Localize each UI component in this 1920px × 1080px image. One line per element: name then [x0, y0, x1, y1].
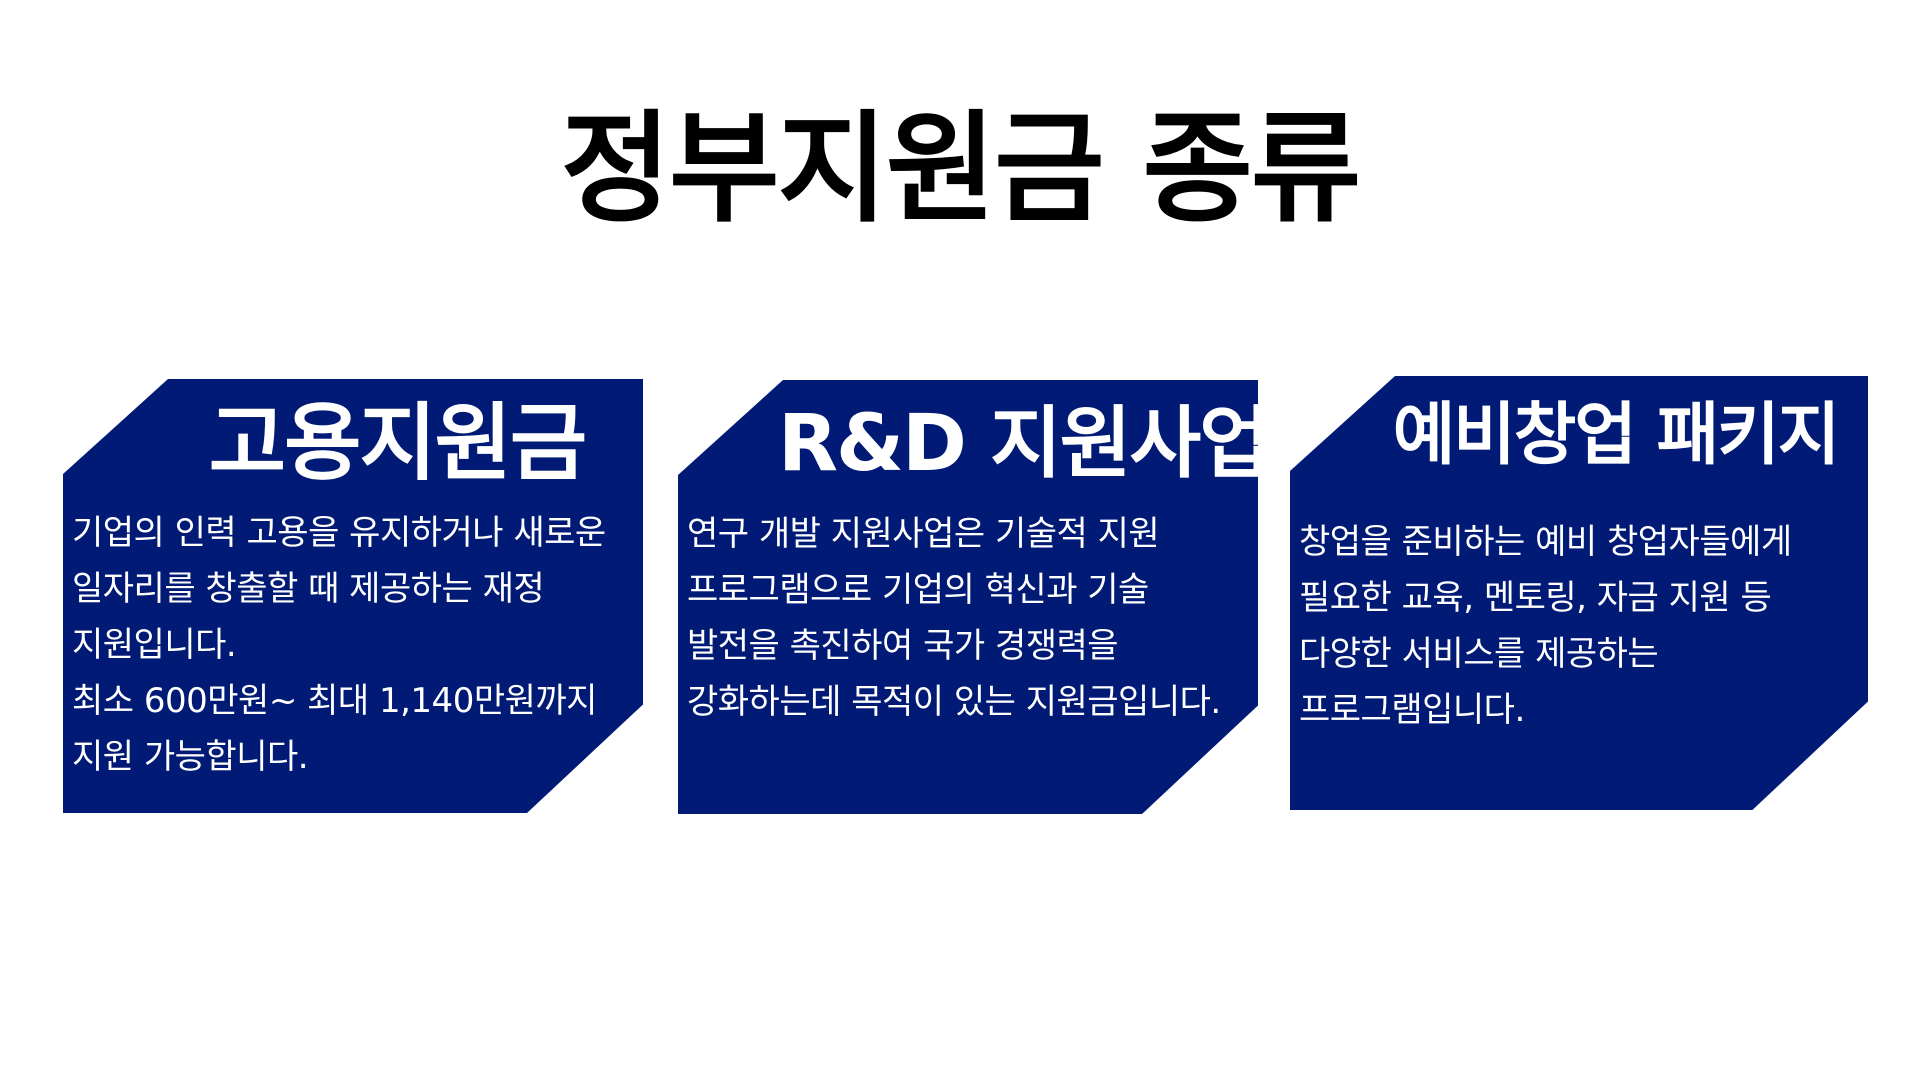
card-description: 기업의 인력 고용을 유지하거나 새로운 일자리를 창출할 때 제공하는 재정 …	[72, 505, 633, 785]
card-title: 예비창업 패키지	[1392, 396, 1841, 475]
card-pre-startup-package: 예비창업 패키지 창업을 준비하는 예비 창업자들에게 필요한 교육, 멘토링,…	[1290, 376, 1868, 810]
card-description-text: 기업의 인력 고용을 유지하거나 새로운 일자리를 창출할 때 제공하는 재정 …	[72, 513, 606, 665]
card-rnd-support: R&D 지원사업 연구 개발 지원사업은 기술적 지원 프로그램으로 기업의 혁…	[678, 380, 1258, 814]
card-description-text: 창업을 준비하는 예비 창업자들에게 필요한 교육, 멘토링, 자금 지원 등 …	[1299, 522, 1792, 730]
page-title: 정부지원금 종류	[560, 100, 1362, 239]
card-amount-text: 최소 600만원~ 최대 1,140만원까지 지원 가능합니다.	[72, 681, 597, 777]
card-title: R&D 지원사업	[778, 399, 1270, 489]
card-description-text: 연구 개발 지원사업은 기술적 지원 프로그램으로 기업의 혁신과 기술 발전을…	[687, 514, 1221, 722]
card-description: 창업을 준비하는 예비 창업자들에게 필요한 교육, 멘토링, 자금 지원 등 …	[1299, 514, 1858, 738]
card-employment-subsidy: 고용지원금 기업의 인력 고용을 유지하거나 새로운 일자리를 창출할 때 제공…	[63, 379, 643, 813]
card-title: 고용지원금	[208, 394, 587, 492]
card-description: 연구 개발 지원사업은 기술적 지원 프로그램으로 기업의 혁신과 기술 발전을…	[687, 506, 1248, 730]
